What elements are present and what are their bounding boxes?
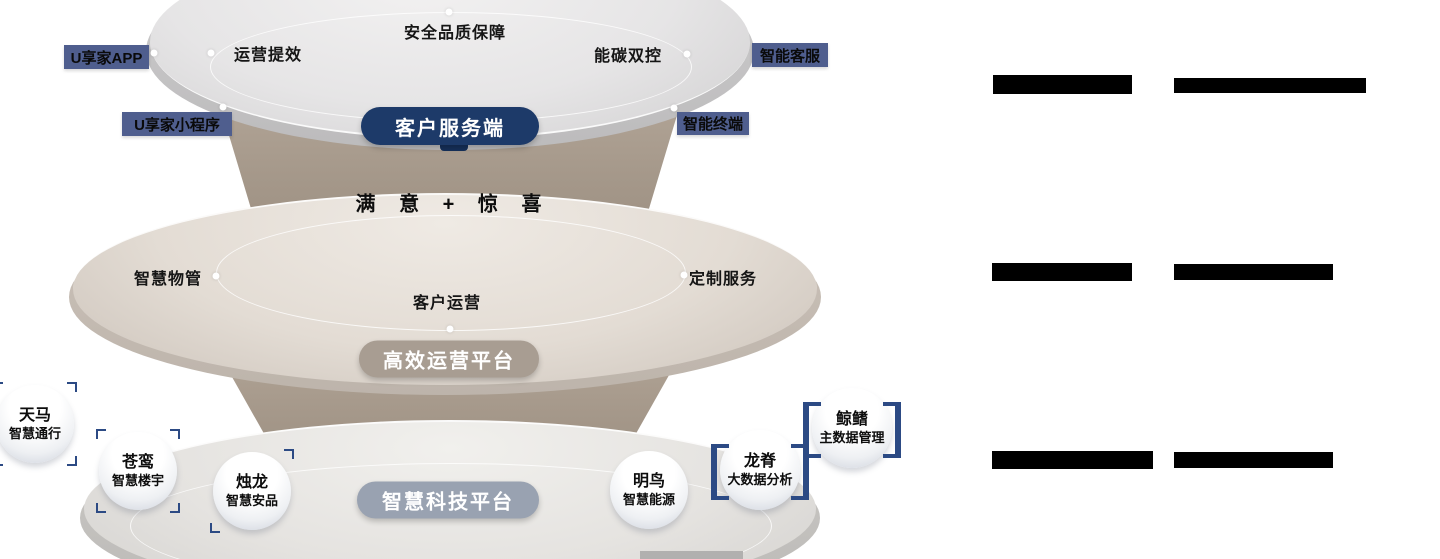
ring-dot <box>446 325 454 333</box>
product-circle-zhulong: 烛龙 智慧安品 <box>210 449 294 533</box>
redacted-text-bar <box>992 451 1153 469</box>
redacted-text-bar <box>1174 264 1333 280</box>
ring-dot <box>670 104 678 112</box>
ring-dot <box>445 8 453 16</box>
tech-platform-pill: 智慧科技平台 <box>357 481 539 519</box>
slogan-text: 满 意 + 惊 喜 <box>355 193 551 216</box>
ring-dot <box>683 50 691 58</box>
corner-tick-icon <box>210 523 220 533</box>
feature-safety-quality: 安全品质保障 <box>403 25 507 42</box>
pedestal-strip <box>640 551 743 559</box>
redacted-text-bar <box>1174 452 1333 468</box>
product-circle-cangluan: 苍鸾 智慧楼宇 <box>96 429 180 513</box>
corner-tick-icon <box>170 503 180 513</box>
product-circle-longji: 龙脊 大数据分析 <box>711 430 809 510</box>
corner-tick-icon <box>170 429 180 439</box>
customer-service-tier-pill: 客户服务端 <box>361 107 539 145</box>
product-circle-mingniao: 明鸟 智慧能源 <box>610 451 688 529</box>
feature-smart-property: 智慧物管 <box>133 271 203 288</box>
corner-tick-icon <box>284 449 294 459</box>
ring-dot <box>212 272 220 280</box>
tag-uhome-miniprogram: U享家小程序 <box>122 112 232 136</box>
feature-custom-service: 定制服务 <box>688 271 758 288</box>
corner-tick-icon <box>96 503 106 513</box>
ring-dot <box>207 49 215 57</box>
pill-tab <box>440 143 468 151</box>
redacted-text-bar <box>993 75 1132 94</box>
bracket-icon <box>711 444 729 500</box>
redacted-text-bar <box>1174 78 1366 93</box>
corner-tick-icon <box>67 456 77 466</box>
bracket-icon <box>883 402 901 458</box>
corner-tick-icon <box>67 382 77 392</box>
ring-dot <box>680 271 688 279</box>
tag-uhome-app: U享家APP <box>64 45 149 69</box>
bracket-icon <box>803 402 821 458</box>
feature-customer-operation: 客户运营 <box>412 295 482 312</box>
corner-tick-icon <box>96 429 106 439</box>
bracket-icon <box>791 444 809 500</box>
feature-energy-carbon-control: 能碳双控 <box>593 48 663 65</box>
redacted-text-bar <box>992 263 1132 281</box>
ring-dot <box>150 49 158 57</box>
tag-smart-terminal: 智能终端 <box>677 112 749 135</box>
corner-tick-icon <box>0 382 3 392</box>
product-circle-jingqi: 鲸鳍 主数据管理 <box>803 388 901 468</box>
feature-operation-efficiency: 运营提效 <box>233 47 303 64</box>
corner-tick-icon <box>0 456 3 466</box>
operation-platform-pill: 高效运营平台 <box>359 340 539 378</box>
tag-smart-customer-service: 智能客服 <box>752 43 828 67</box>
product-circle-tianma: 天马 智慧通行 <box>0 382 77 466</box>
middle-disc-inner-ring <box>216 215 686 331</box>
ring-dot <box>219 103 227 111</box>
